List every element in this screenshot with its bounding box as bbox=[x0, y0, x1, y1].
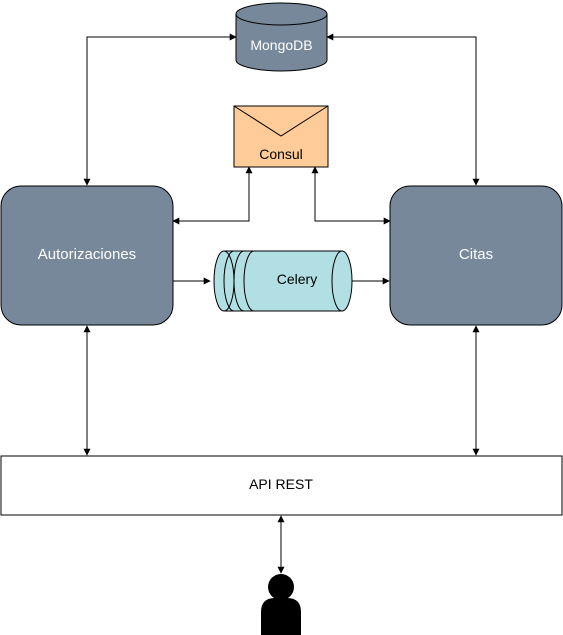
queue-ring-4 bbox=[243, 250, 255, 312]
edge-autorizaciones-consul bbox=[172, 166, 253, 225]
consul-label: Consul bbox=[259, 146, 303, 162]
user-icon[interactable] bbox=[261, 574, 301, 635]
autorizaciones-node[interactable]: Autorizaciones bbox=[0, 185, 174, 326]
database-cylinder-rim bbox=[235, 13, 328, 26]
citas-node[interactable]: Citas bbox=[389, 185, 563, 326]
api-rest-box bbox=[0, 455, 563, 516]
autorizaciones-box bbox=[0, 185, 174, 326]
api-rest-node[interactable]: API REST bbox=[0, 455, 563, 516]
consul-node[interactable]: Consul bbox=[233, 105, 329, 168]
queue-end-cap bbox=[331, 250, 343, 312]
mongodb-node[interactable]: MongoDB bbox=[235, 2, 328, 72]
celery-node[interactable]: Celery bbox=[213, 250, 353, 312]
edge-citas-mongodb bbox=[326, 33, 480, 186]
queue-ring-2 bbox=[223, 250, 235, 312]
edges bbox=[83, 33, 480, 574]
mongodb-label: MongoDB bbox=[250, 37, 312, 53]
celery-label: Celery bbox=[277, 271, 317, 287]
envelope-flap bbox=[233, 105, 329, 137]
autorizaciones-label: Autorizaciones bbox=[38, 246, 136, 263]
user-head bbox=[268, 574, 294, 600]
citas-label: Citas bbox=[459, 246, 493, 263]
database-cylinder-icon bbox=[235, 2, 328, 72]
edge-autorizaciones-mongodb bbox=[83, 33, 237, 186]
edge-citas-consul bbox=[311, 166, 391, 225]
queue-ring-3 bbox=[233, 250, 245, 312]
user-body bbox=[261, 598, 301, 635]
citas-box bbox=[389, 185, 563, 326]
api-rest-label: API REST bbox=[249, 476, 313, 492]
